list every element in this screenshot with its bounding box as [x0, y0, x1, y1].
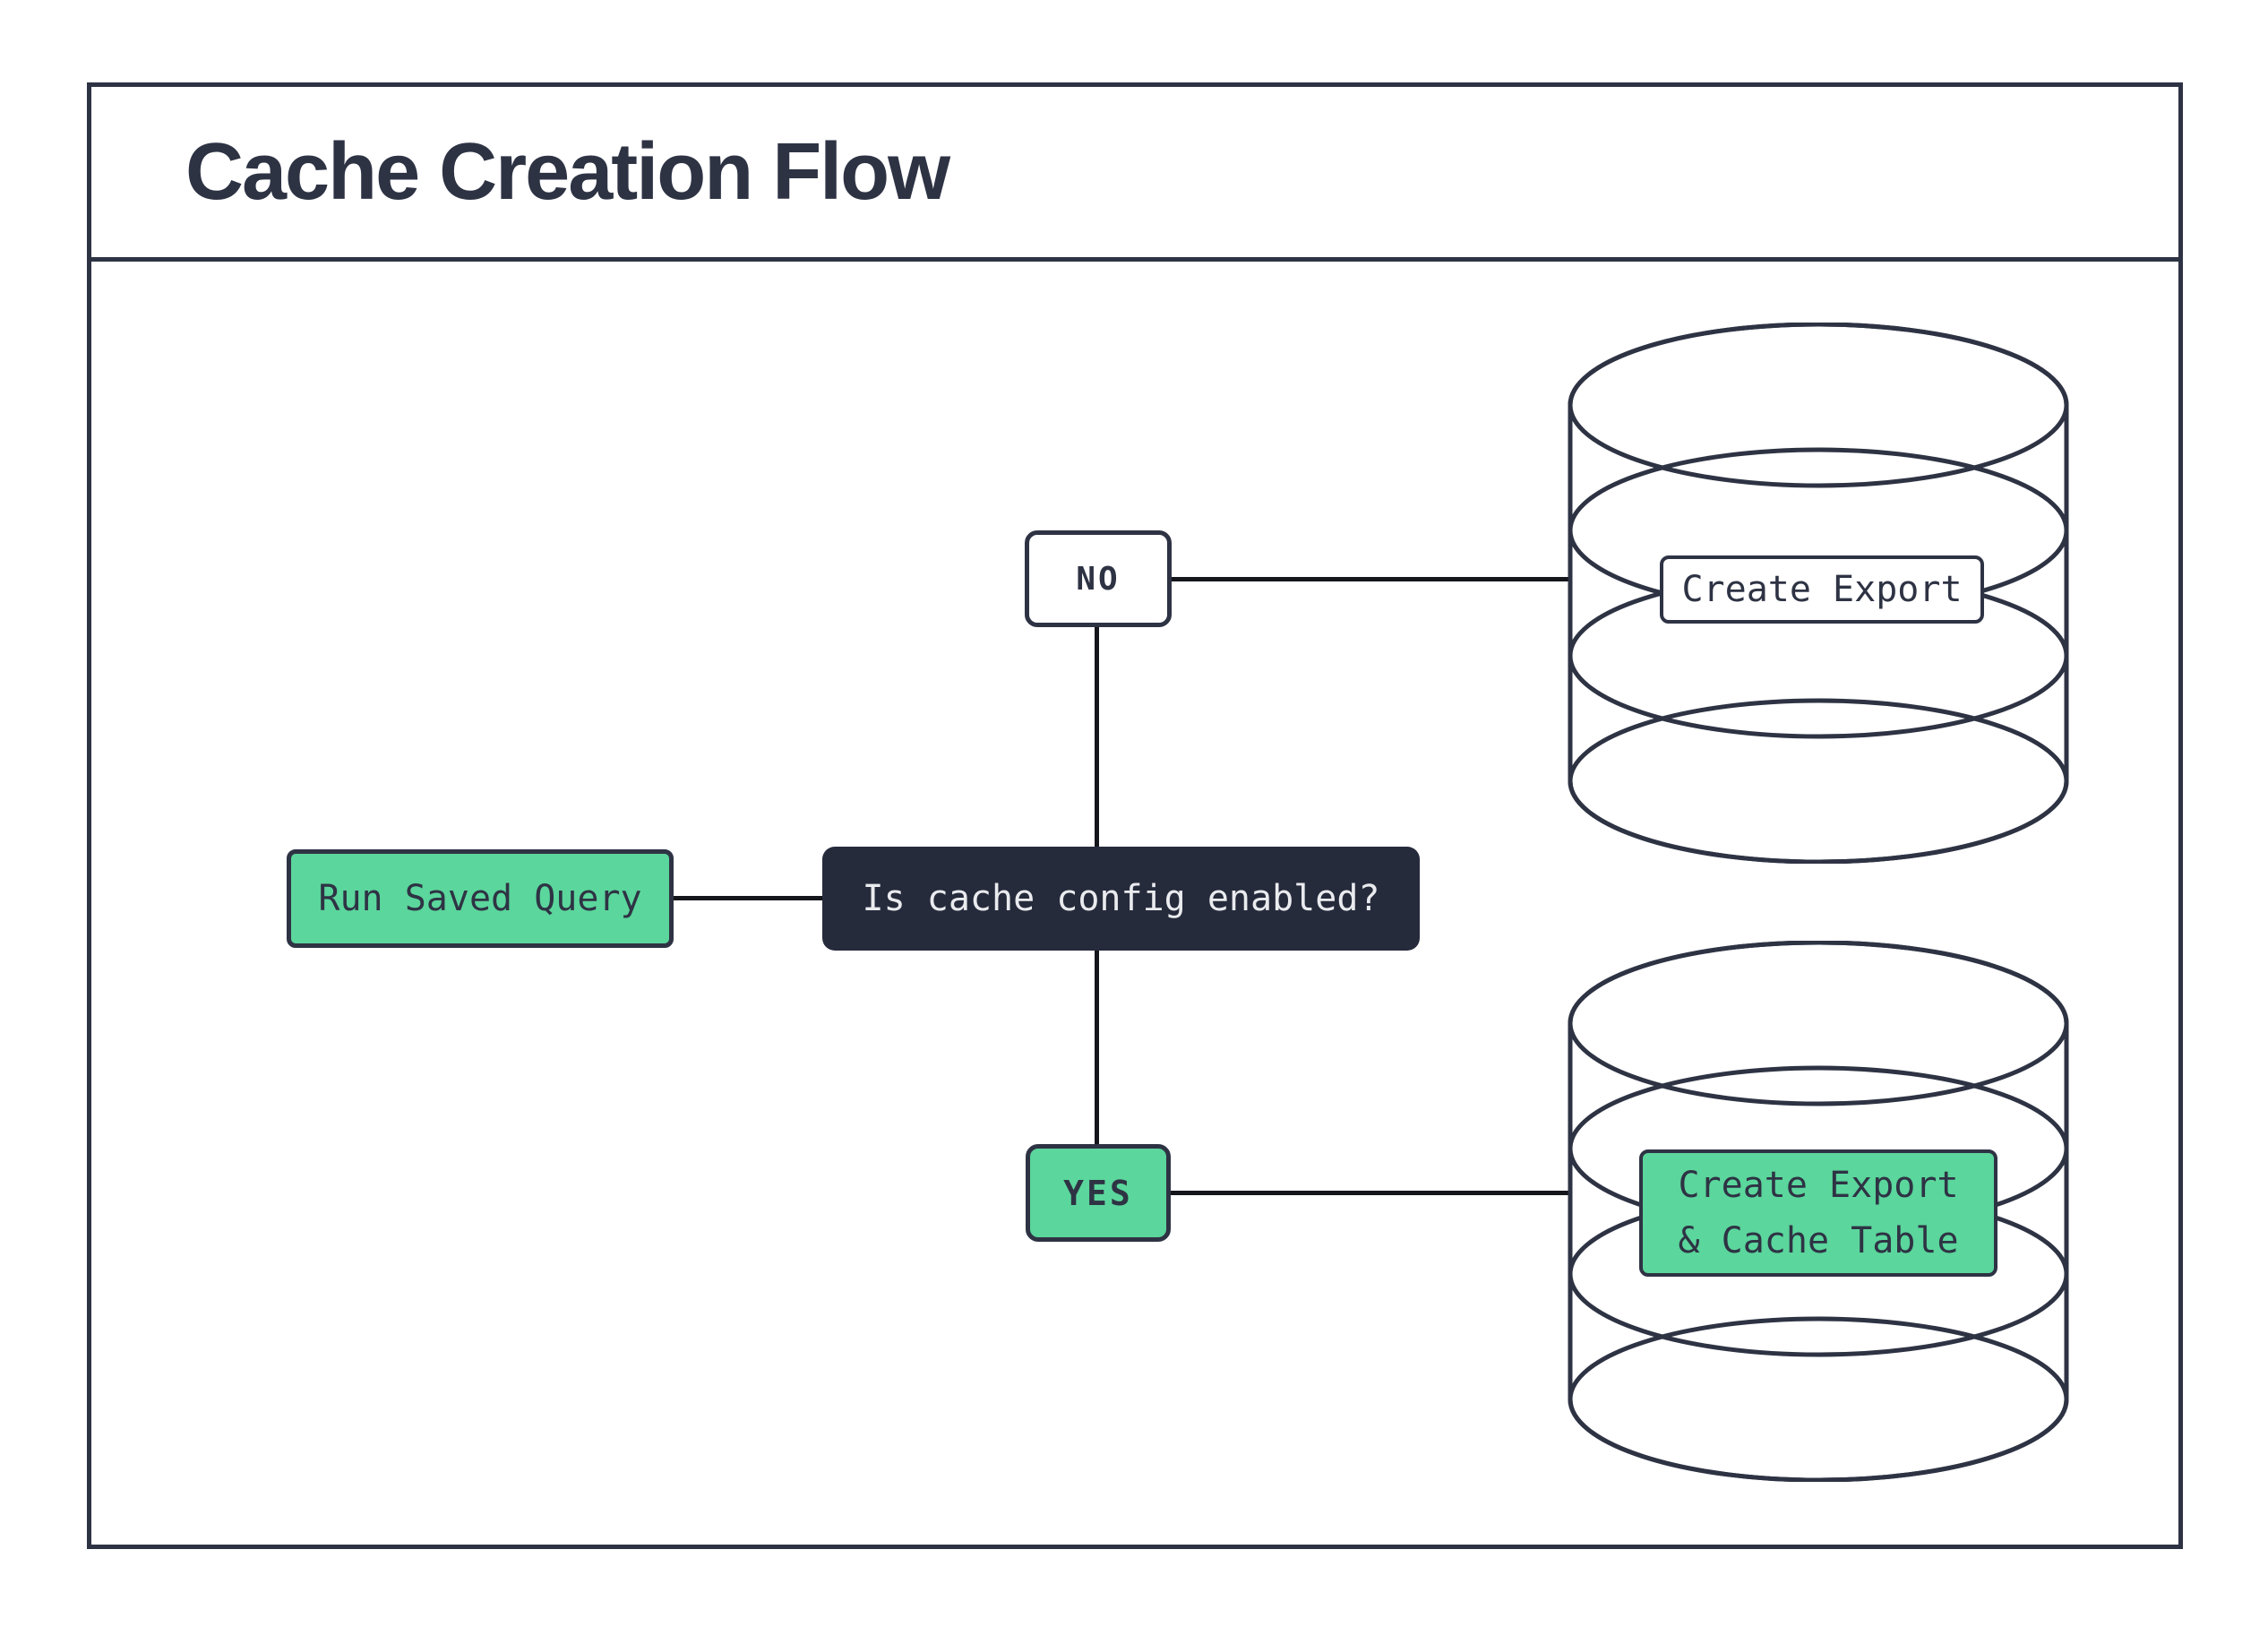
- branch-label-yes: YES: [1026, 1144, 1171, 1242]
- connector-yes-to-database: [1171, 1191, 1569, 1195]
- connector-no-to-database: [1172, 577, 1569, 581]
- page-title: Cache Creation Flow: [185, 126, 950, 217]
- branch-label-no: NO: [1025, 530, 1172, 627]
- label-create-export: Create Export: [1660, 555, 1984, 624]
- label-line-1: Create Export: [1678, 1165, 1959, 1206]
- node-decision-cache-config: Is cache config enabled?: [822, 847, 1420, 951]
- title-bar: Cache Creation Flow: [91, 87, 2178, 262]
- label-line-2: & Cache Table: [1678, 1220, 1959, 1261]
- connector-decision-to-yes: [1095, 951, 1099, 1144]
- connector-decision-to-no: [1095, 627, 1099, 847]
- connector-run-to-decision: [674, 896, 822, 900]
- node-run-saved-query: Run Saved Query: [287, 849, 674, 948]
- label-create-export-cache-table: Create Export & Cache Table: [1639, 1149, 1997, 1277]
